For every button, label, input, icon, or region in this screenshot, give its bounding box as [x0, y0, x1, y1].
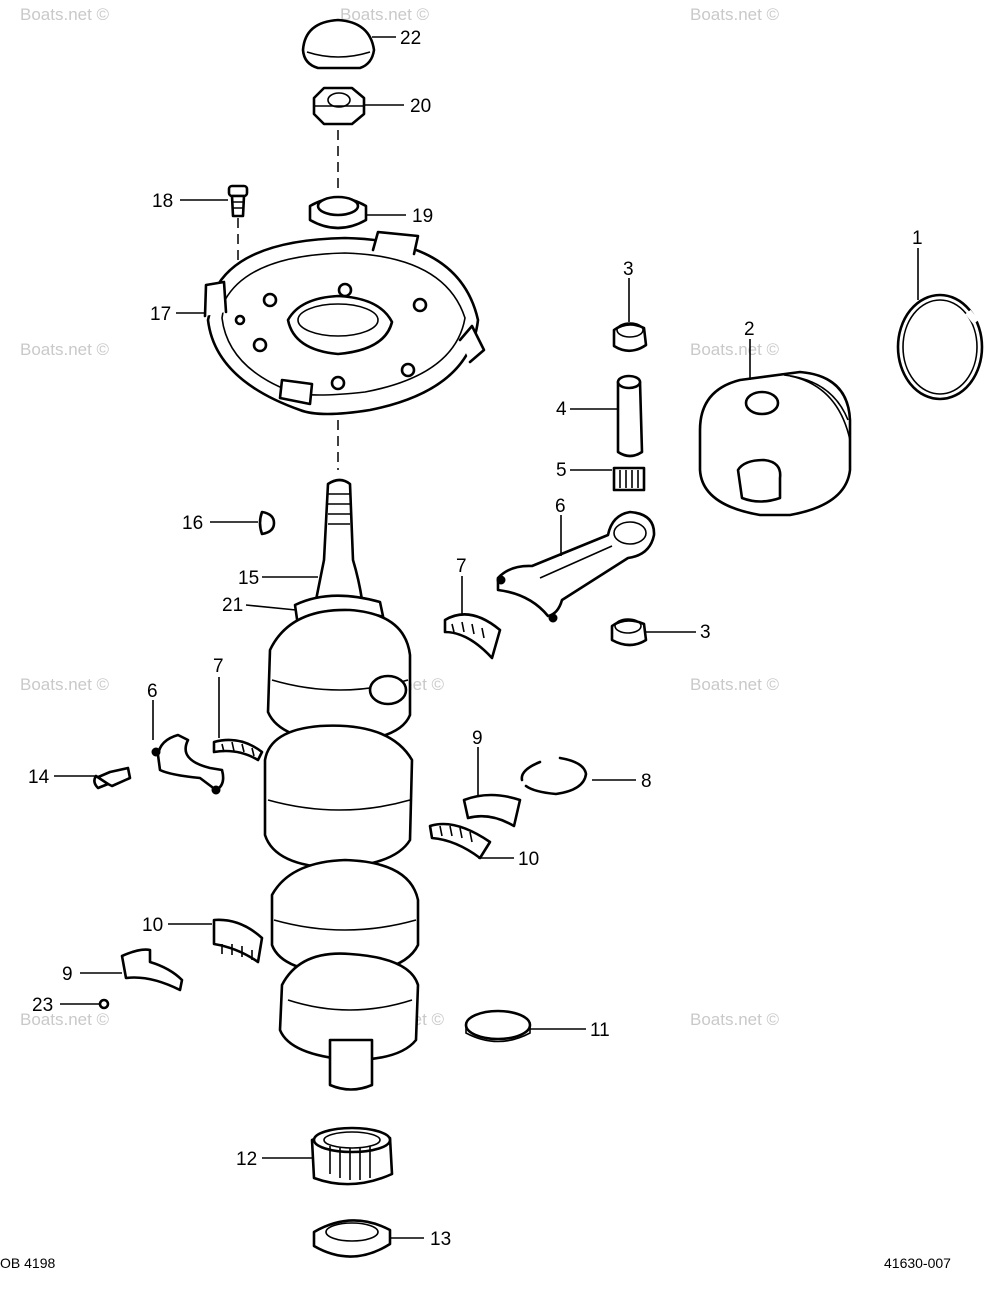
callout-10: 10: [142, 915, 163, 936]
watermark: Boats.net ©: [690, 340, 780, 359]
callout-7: 7: [213, 656, 224, 677]
part-16-woodruff-key: [258, 510, 276, 536]
part-7-needle-bearing-half-left: [212, 738, 264, 762]
callout-16: 16: [182, 513, 203, 534]
callout-22: 22: [400, 28, 421, 49]
callout-8: 8: [641, 771, 652, 792]
part-18-screw: [227, 184, 249, 218]
part-7-needle-bearing-half: [443, 613, 502, 660]
callout-23: 23: [32, 995, 53, 1016]
callout-3: 3: [623, 259, 634, 280]
part-9-bearing-race: [462, 793, 522, 828]
part-1-piston-ring: [896, 293, 984, 401]
watermark: Boats.net ©: [20, 340, 110, 359]
callout-20: 20: [410, 96, 431, 117]
part-10-needle-bearing-half: [428, 822, 492, 860]
watermark: Boats.net ©: [20, 5, 110, 24]
watermark: Boats.net ©: [20, 675, 110, 694]
part-20-nut: [312, 86, 366, 126]
callout-19: 19: [412, 206, 433, 227]
callout-17: 17: [150, 304, 171, 325]
callout-6: 6: [555, 496, 566, 517]
callout-6: 6: [147, 681, 158, 702]
callout-12: 12: [236, 1149, 257, 1170]
callout-labels: 22 20 18 19 17 3 1 2 4 5 16 6 15 21 7 3 …: [28, 28, 923, 1250]
part-10-needle-bearing-half-left: [212, 918, 264, 964]
footer-part-number: 41630-007: [884, 1255, 951, 1271]
watermark: Boats.net ©: [20, 1010, 110, 1029]
callout-4: 4: [556, 399, 567, 420]
part-11-ring: [464, 1009, 532, 1043]
part-2-piston: [698, 370, 852, 517]
watermark: Boats.net ©: [340, 5, 430, 24]
part-9-bearing-race-left: [120, 948, 184, 992]
callout-1: 1: [912, 228, 923, 249]
callout-14: 14: [28, 767, 50, 788]
callout-7: 7: [456, 556, 467, 577]
callout-21: 21: [222, 595, 243, 616]
part-12-roller-bearing: [310, 1126, 394, 1186]
part-3-bearing-lower: [610, 618, 648, 647]
part-15-crankshaft: [263, 478, 420, 1091]
callout-11: 11: [590, 1020, 610, 1041]
part-13-seal-ring: [312, 1219, 392, 1258]
callout-3: 3: [700, 622, 711, 643]
leader-lines: [54, 36, 919, 1239]
watermark: Boats.net ©: [690, 675, 780, 694]
callout-15: 15: [238, 568, 259, 589]
part-3-bearing-top: [612, 322, 648, 353]
callout-5: 5: [556, 460, 567, 481]
part-22-cap: [301, 18, 376, 70]
part-5-needle-bearing: [612, 466, 646, 492]
part-19-seal: [308, 195, 368, 230]
callout-2: 2: [744, 319, 755, 340]
watermark: Boats.net ©: [690, 5, 780, 24]
callout-18: 18: [152, 191, 173, 212]
part-6-connecting-rod: [496, 510, 656, 623]
callout-10: 10: [518, 849, 539, 870]
callout-9: 9: [62, 964, 73, 985]
part-14-screw: [93, 766, 132, 790]
part-8-retaining-ring: [520, 756, 588, 796]
callout-13: 13: [430, 1229, 451, 1250]
part-6-rod-cap: [151, 733, 225, 795]
callout-9: 9: [472, 728, 483, 749]
part-4-wrist-pin: [616, 374, 644, 458]
watermark: Boats.net ©: [690, 1010, 780, 1029]
part-17-retainer-plate: [203, 230, 486, 416]
footer-diagram-code: OB 4198: [0, 1255, 55, 1271]
part-23-ball: [98, 998, 110, 1010]
